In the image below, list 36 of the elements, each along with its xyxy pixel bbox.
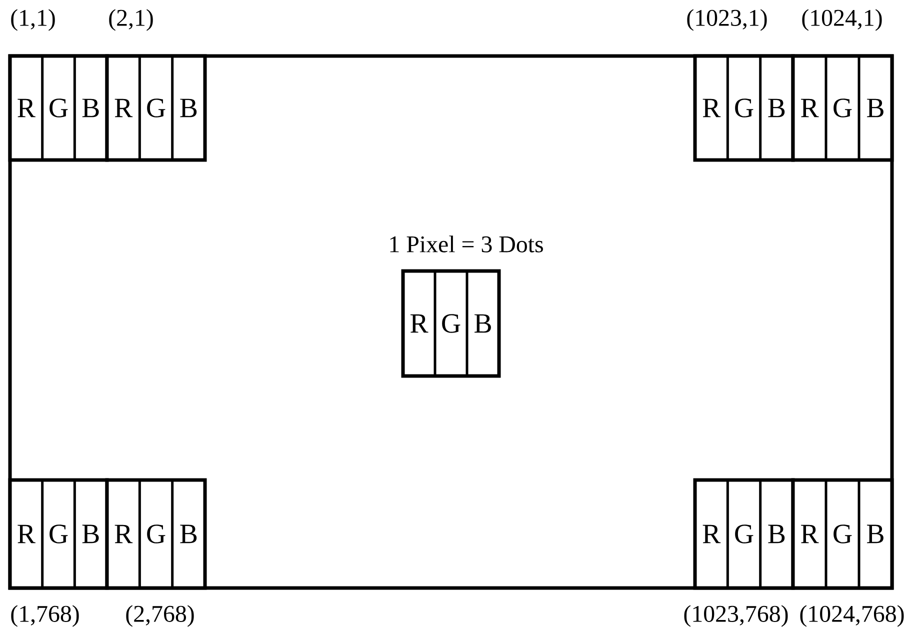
coordinate-label: (1024,768)	[800, 605, 904, 627]
coordinate-label: (1023,768)	[684, 605, 788, 627]
dot-letter: R	[410, 314, 428, 333]
dot-letter: G	[834, 524, 852, 544]
dot-letter: R	[801, 98, 819, 118]
coordinate-label: (1,1)	[11, 9, 55, 31]
dot-letter: R	[114, 98, 133, 118]
coordinate-label: (1023,1)	[687, 9, 767, 31]
dot-letter: B	[180, 524, 197, 544]
dot-letter: B	[474, 314, 491, 333]
dot-letter: G	[735, 98, 754, 118]
dot-letter: B	[180, 98, 197, 118]
dot-letter: G	[735, 524, 754, 544]
dot-letter: R	[18, 98, 36, 118]
dot-letter: B	[867, 98, 884, 118]
dot-letter: G	[50, 524, 68, 544]
coordinate-label: 1 Pixel = 3 Dots	[390, 236, 543, 252]
coordinate-label: (2,768)	[126, 605, 194, 627]
dot-letter: G	[147, 98, 166, 118]
coordinate-label: (1024,1)	[802, 9, 882, 31]
dot-letter: R	[801, 524, 819, 544]
dot-letter: B	[82, 524, 99, 544]
dot-letter: G	[147, 524, 166, 544]
coordinate-label: (1,768)	[11, 605, 79, 627]
dot-letter: G	[50, 98, 68, 118]
dot-letter: G	[834, 98, 852, 118]
dot-letter: B	[768, 98, 785, 118]
dot-letter: B	[867, 524, 884, 544]
dot-letter: R	[18, 524, 36, 544]
coordinate-label: (2,1)	[109, 9, 153, 31]
dot-letter: B	[82, 98, 99, 118]
dot-letter: R	[702, 524, 721, 544]
dot-letter: R	[114, 524, 133, 544]
dot-letter: R	[702, 98, 721, 118]
dot-letter: B	[768, 524, 785, 544]
dot-letter: G	[442, 314, 460, 333]
